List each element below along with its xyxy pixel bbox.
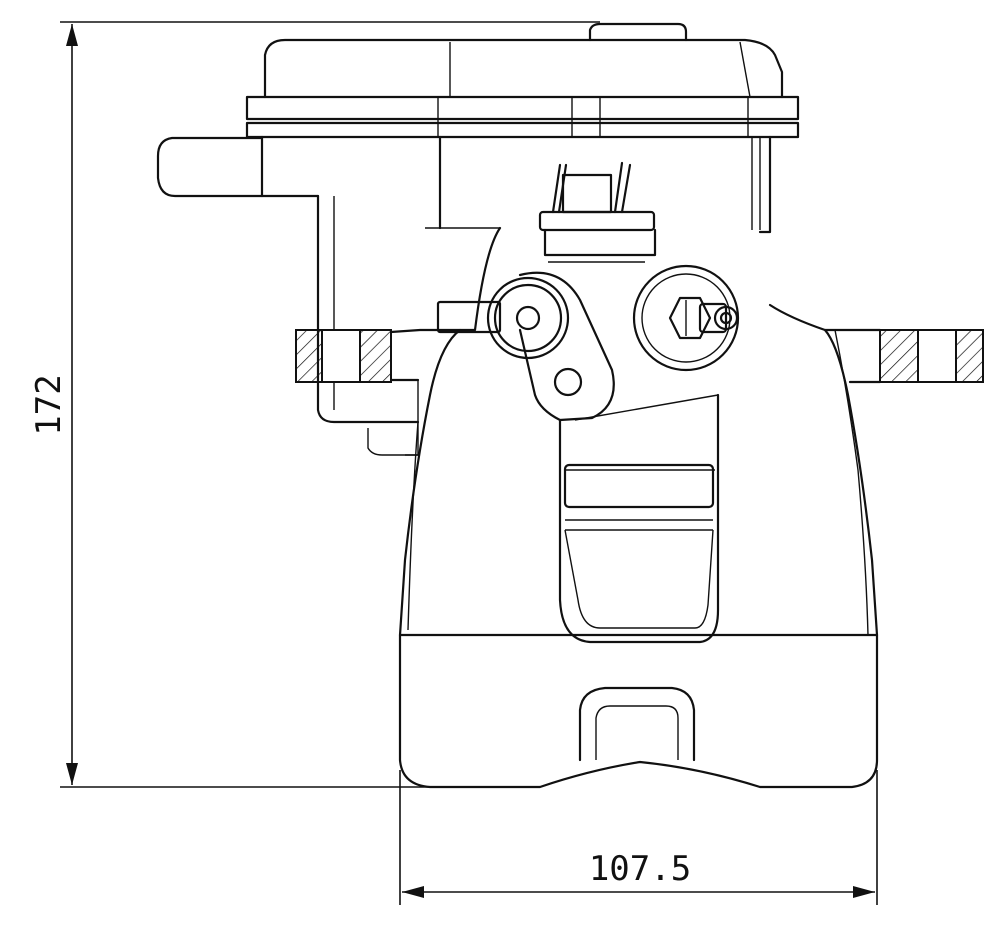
width-dimension bbox=[399, 770, 878, 905]
bleed-screw bbox=[632, 264, 740, 372]
parking-brake-lever bbox=[436, 271, 615, 422]
electrical-connector bbox=[538, 161, 657, 263]
right-mounting-ear bbox=[768, 303, 984, 384]
height-dimension-label: 172 bbox=[29, 374, 69, 435]
caliper-body bbox=[367, 226, 879, 789]
width-dimension-label: 107.5 bbox=[589, 849, 691, 889]
motor-housing bbox=[156, 22, 800, 424]
height-dimension bbox=[60, 21, 600, 788]
left-mounting-ear bbox=[295, 328, 462, 383]
